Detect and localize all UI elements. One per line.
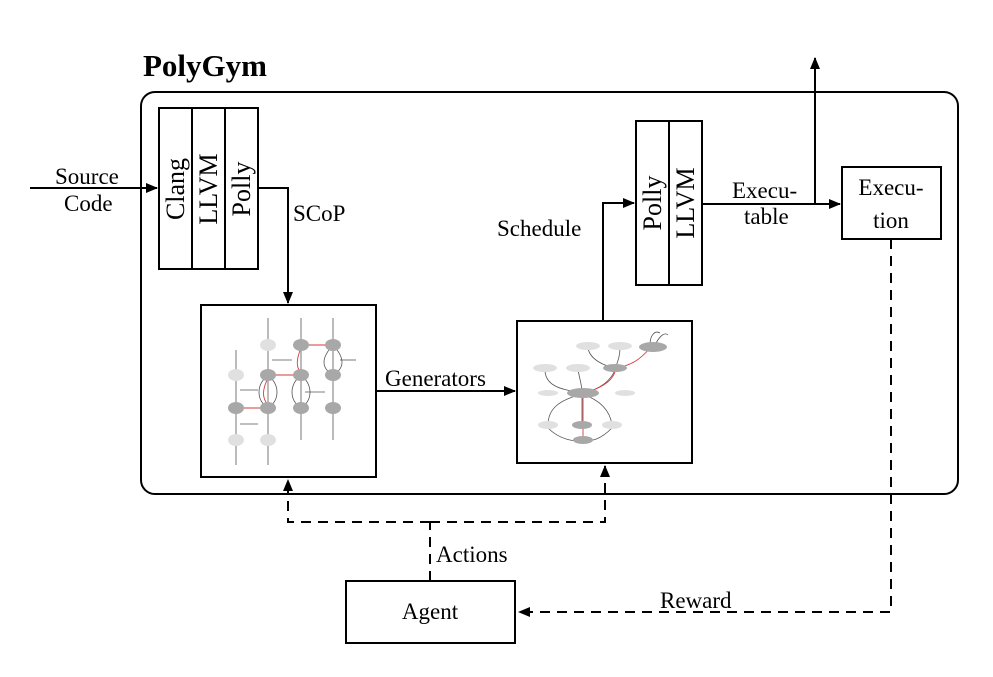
frontend-stack: Clang LLVM Polly [158,107,259,270]
execution-box [841,166,942,240]
clang-label: Clang [161,158,190,220]
schedule-label: Schedule [497,216,581,241]
schedule-tree-illustration [533,331,669,444]
execution-label-1: Execu- [858,175,923,200]
reward-label: Reward [660,588,732,613]
generators-box-frame [200,304,377,478]
backend-stack: Polly LLVM [635,120,703,286]
polly-box [224,107,259,270]
schedule-tree-box [516,320,693,464]
backend-llvm-label: LLVM [671,167,700,238]
execution-label-2: tion [873,208,909,233]
polly-label: Polly [227,162,256,217]
actions-to-generators-arrow [283,479,430,523]
scop-label: SCoP [293,201,345,226]
actions-label: Actions [436,542,508,567]
agent-label: Agent [402,599,459,624]
reward-arrow [518,239,892,617]
source-code-label-1: Source [55,164,119,189]
backend-polly-label: Polly [638,176,667,231]
diagram-title: PolyGym [143,48,267,83]
schedule-arrow [602,198,635,321]
actions-to-schedule-arrow [430,465,610,523]
source-code-label-2: Code [64,191,113,216]
clang-box [158,107,193,270]
llvm-label: LLVM [194,153,223,224]
generators-graph-illustration [228,318,356,465]
backend-llvm-box [668,120,703,286]
generators-label: Generators [385,366,486,391]
polygym-container [140,91,959,495]
generators-graph-box [200,304,377,478]
executable-label-2: table [744,204,789,229]
backend-polly-box [635,120,670,286]
executable-label-1: Execu- [732,178,797,203]
agent-box [345,580,516,644]
scop-arrow [258,187,293,304]
